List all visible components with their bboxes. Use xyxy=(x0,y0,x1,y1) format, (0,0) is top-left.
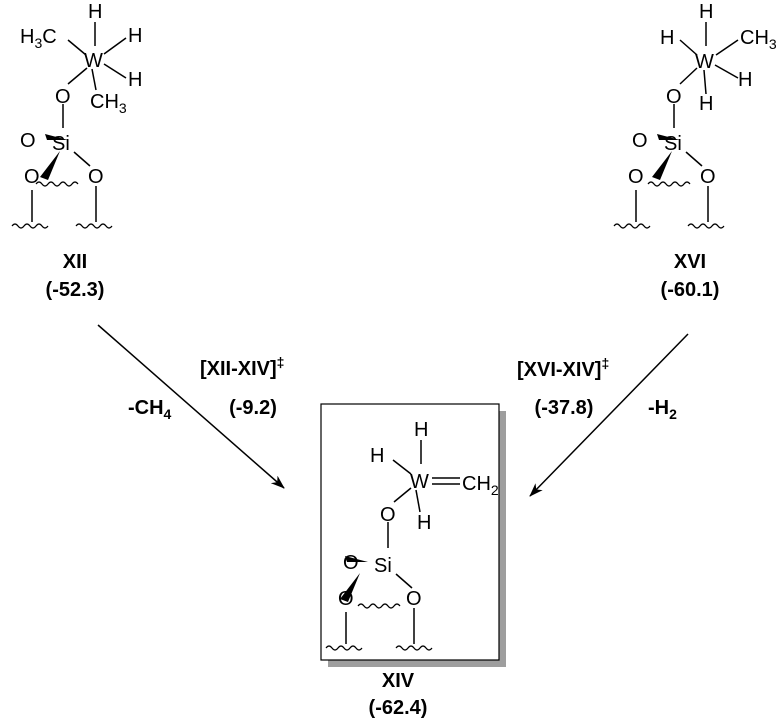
ts-left-energy: (-9.2) xyxy=(229,397,277,419)
bond-w-h-right xyxy=(714,64,739,79)
bond-w-h-left xyxy=(392,459,412,475)
atom-ch3: CH3 xyxy=(90,91,127,116)
atom-si: Si xyxy=(664,133,682,155)
loss-right: -H2 xyxy=(648,397,677,422)
atom-o: O xyxy=(55,86,71,108)
wedge-si-o-left xyxy=(345,556,368,562)
atom-h: H xyxy=(370,445,384,467)
bond-si-o-right xyxy=(73,151,91,167)
bond-si-o-right xyxy=(685,151,703,167)
wedge-si-o-down xyxy=(40,151,60,180)
wedge-si-o-down xyxy=(340,573,360,602)
structure-xii: H H3C W H H CH3 O O Si O O XII (-52.3) xyxy=(11,1,142,301)
bond-w-h-bottom xyxy=(415,489,421,513)
atom-h3c: H3C xyxy=(20,26,57,51)
bond-w-h-left xyxy=(679,39,698,56)
wedge-si-o-down xyxy=(652,151,672,180)
compound-name: XVI xyxy=(674,251,706,273)
structure-xvi: H H W CH3 H H O O Si O O XVI (-60.1) xyxy=(613,1,777,301)
surface-wavy-right xyxy=(75,223,113,229)
bond-w-o xyxy=(67,67,88,85)
atom-o: O xyxy=(380,504,396,526)
atom-h: H xyxy=(660,27,674,49)
compound-energy: (-52.3) xyxy=(46,279,105,301)
ts-right-label: [XVI-XIV]‡ xyxy=(517,355,609,381)
atom-h: H xyxy=(414,419,428,441)
atom-o: O xyxy=(88,166,104,188)
atom-o: O xyxy=(406,588,422,610)
atom-h: H xyxy=(88,1,102,23)
surface-wavy-right xyxy=(687,223,725,229)
atom-h: H xyxy=(417,512,431,534)
reaction-arrow-left xyxy=(97,324,285,489)
atom-o: O xyxy=(20,130,36,152)
bond-w-h-right-bottom xyxy=(103,63,127,79)
bond-w-ch3-left xyxy=(67,39,87,56)
bond-w-o xyxy=(393,487,412,503)
bond-w-h-bottom xyxy=(703,69,707,95)
ts-left-label: [XII-XIV]‡ xyxy=(200,354,284,380)
compound-name: XIV xyxy=(382,670,415,692)
atom-h: H xyxy=(128,25,142,47)
reaction-arrow-right xyxy=(529,333,689,497)
bond-w-ch3-bottom xyxy=(91,68,97,91)
wedge-si-o-left xyxy=(657,134,680,140)
surface-wavy-left xyxy=(613,223,651,229)
surface-wavy-left xyxy=(11,223,49,229)
bond-w-o xyxy=(679,67,698,85)
bond-w-ch3 xyxy=(715,39,739,56)
surface-wavy-mid xyxy=(35,181,79,187)
wedge-si-o-left xyxy=(45,134,68,140)
bond-si-o-right xyxy=(395,573,413,589)
atom-w: W xyxy=(84,50,103,72)
atom-w: W xyxy=(410,471,429,493)
atom-w: W xyxy=(695,51,714,73)
ts-right-energy: (-37.8) xyxy=(535,397,594,419)
surface-wavy-mid xyxy=(647,181,691,187)
atom-h: H xyxy=(128,69,142,91)
compound-name: XII xyxy=(63,251,87,273)
atom-h: H xyxy=(738,69,752,91)
atom-o: O xyxy=(666,86,682,108)
atom-o: O xyxy=(628,166,644,188)
highlight-box xyxy=(320,403,500,661)
atom-h: H xyxy=(699,1,713,23)
atom-o: O xyxy=(700,166,716,188)
atom-o: O xyxy=(343,552,359,574)
loss-left: -CH4 xyxy=(128,397,172,422)
atom-ch2: CH2 xyxy=(462,473,499,498)
atom-o: O xyxy=(338,588,354,610)
atom-h: H xyxy=(699,93,713,115)
structure-xiv: H H W CH2 H O O Si O O XIV (-62.4) xyxy=(320,403,506,719)
compound-energy: (-62.4) xyxy=(369,697,428,719)
atom-si: Si xyxy=(374,555,392,577)
compound-energy: (-60.1) xyxy=(661,279,720,301)
atom-o: O xyxy=(632,130,648,152)
surface-wavy-left xyxy=(325,645,363,651)
atom-ch3: CH3 xyxy=(740,27,777,52)
atom-o: O xyxy=(24,166,40,188)
bond-w-h-right-top xyxy=(103,37,127,55)
surface-wavy-right xyxy=(395,645,433,651)
surface-wavy-mid xyxy=(357,603,401,609)
atom-si: Si xyxy=(52,133,70,155)
